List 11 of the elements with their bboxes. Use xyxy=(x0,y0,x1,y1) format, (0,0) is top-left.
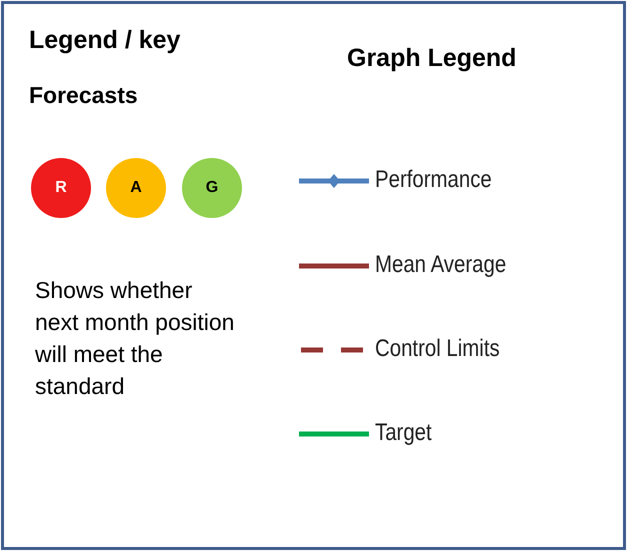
legend-label: Performance xyxy=(375,166,492,194)
heading: Legend / key xyxy=(29,26,180,55)
status-circle: R xyxy=(31,158,91,218)
subheading: Forecasts xyxy=(29,82,138,109)
legend-label: Mean Average xyxy=(375,251,506,279)
heading: Graph Legend xyxy=(347,44,516,73)
legend-label: Control Limits xyxy=(375,335,500,363)
status-circle: G xyxy=(182,158,242,218)
status-circle: A xyxy=(106,158,166,218)
description-text: Shows whether next month position will meet the standard xyxy=(35,276,236,401)
legend-label: Target xyxy=(375,419,432,447)
